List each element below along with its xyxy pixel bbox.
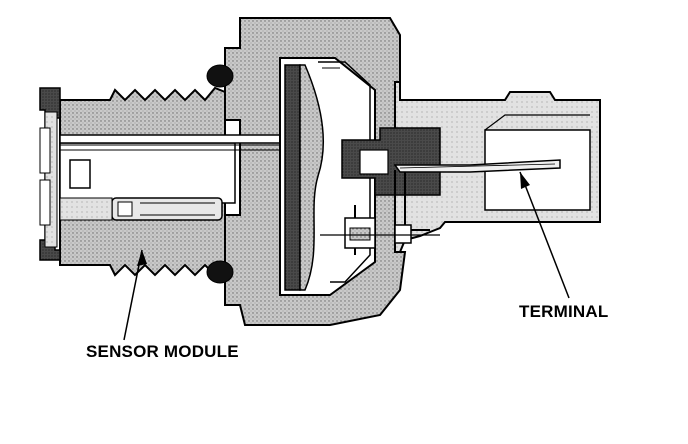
sensor-module-label: SENSOR MODULE	[86, 342, 239, 361]
inner-bore	[59, 134, 300, 221]
circuit-leads	[320, 170, 440, 255]
insulator-block	[341, 127, 441, 196]
terminal-blade	[393, 159, 561, 173]
inlet-cap	[39, 87, 61, 261]
terminal-label: TERMINAL	[519, 302, 609, 321]
leader-lines	[123, 171, 570, 341]
